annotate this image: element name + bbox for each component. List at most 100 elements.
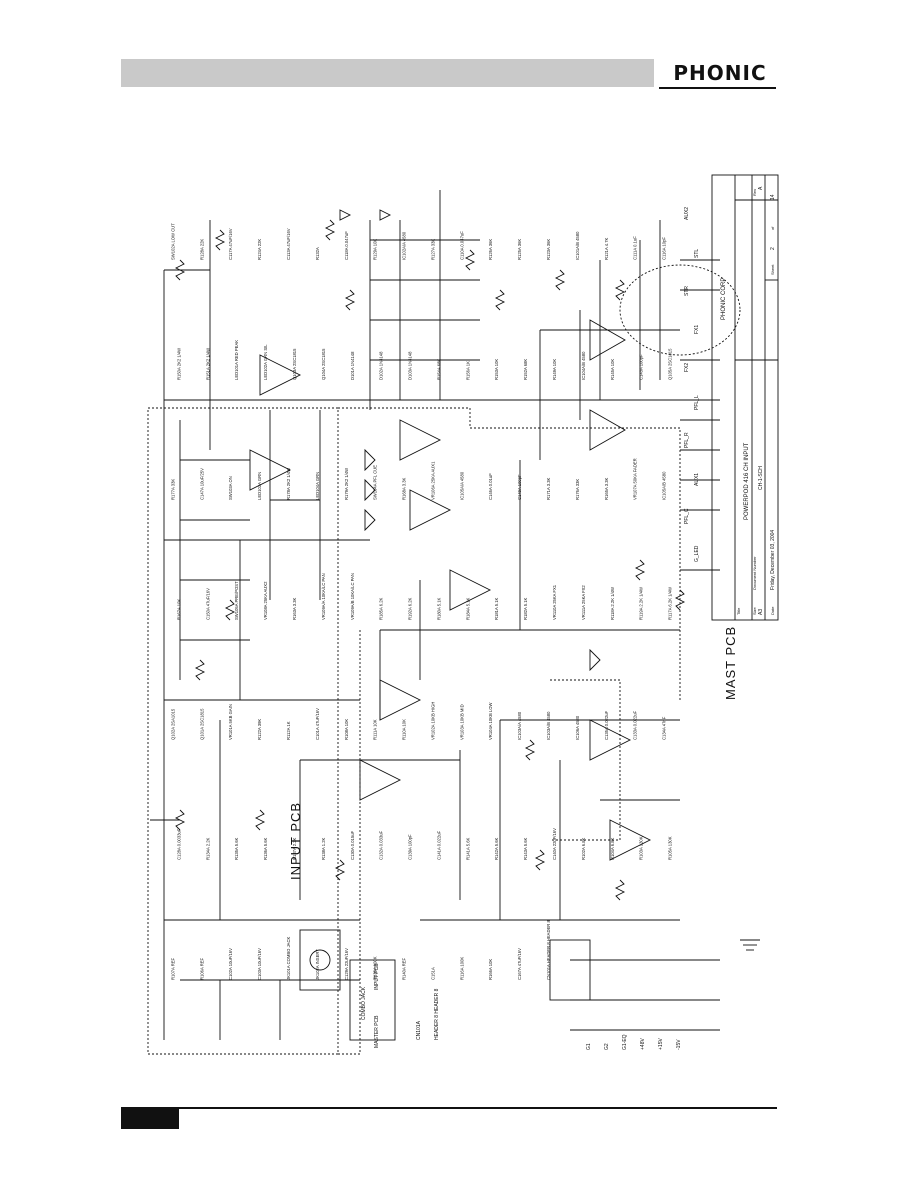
component-label: R163A 3.3K (292, 597, 297, 620)
component-label: VR108A 25KA AUX2 (263, 581, 268, 620)
component-label: C117A 47uF/16V (228, 228, 233, 260)
component-label: R165A 3.3K (604, 477, 609, 500)
component-label: VR103A 10KB MID (459, 704, 464, 740)
title-block: PHONIC CORP Title POWERPOD 416 CH INPUT … (711, 174, 779, 621)
component-label: R102A 6.8K (581, 837, 586, 860)
component-label: R132A (315, 247, 320, 260)
port-label: STR (684, 286, 690, 296)
component-label: R106A REF (199, 957, 204, 980)
component-label: D102A 1N4148 (379, 351, 384, 380)
connector-label-master-pcb: MASTER PCB (374, 1015, 380, 1048)
component-label: C147A 10uF/25V (199, 468, 204, 500)
net-label: +48V (640, 1038, 646, 1050)
component-label: R180A 5.1K (436, 597, 441, 620)
component-label: LED101A RED PEAK (234, 340, 239, 380)
component-label: R166A 10K (488, 959, 493, 980)
component-label: VR109A/B 10KA/LC PAN (350, 573, 355, 620)
component-label: IC103A/B 4580 (546, 711, 551, 740)
connector-label: CN101A (416, 1020, 422, 1040)
title-block-sheet: 2 (770, 247, 776, 250)
component-label: R167A 10K (176, 599, 181, 620)
component-label: R192A 6.2K (408, 597, 413, 620)
title-block-sheet-total: 14 (770, 194, 776, 200)
component-label: C111A 0.1uF (633, 236, 638, 260)
footer-page-block (121, 1107, 179, 1129)
title-block-date: Friday, December 03, 2004 (770, 530, 776, 590)
component-label: R168A 3.3K (402, 477, 407, 500)
port-label: FX2 (684, 363, 690, 372)
net-label: +15V (658, 1038, 664, 1050)
component-label: C118A 0.047uF (344, 231, 349, 260)
component-label: C132A 0.033uF (379, 830, 384, 860)
component-label: R121A 4.7K (604, 237, 609, 260)
component-label: SW104A PFL CUE (373, 465, 378, 500)
component-label: IC103A/A 4580 (517, 711, 522, 740)
component-label: R181A 5.1K (494, 597, 499, 620)
connector-label-input-pcb: INPUT PCB (374, 963, 380, 990)
component-label: C101A 47uF/16V (315, 708, 320, 740)
port-label: AUX2 (684, 207, 690, 220)
component-label: SW103A ON (228, 476, 233, 500)
title-block-rev-label: Rev (752, 189, 757, 196)
component-label: R142A 5.6K (494, 837, 499, 860)
component-label: VR101A 5KB GAIN (228, 704, 233, 740)
title-block-company: PHONIC CORP (721, 278, 727, 320)
component-label: C103A 10uF/16V (257, 948, 262, 980)
component-label: R104A 6.8K (610, 837, 615, 860)
component-label: R151A 2K2 1/4W (205, 348, 210, 380)
component-label: C149A 100pF (517, 474, 522, 500)
component-label: R179A 2K2 1/4W (344, 468, 349, 500)
component-label: Q102A 2SA1015 (170, 708, 175, 740)
component-label: LED102A GRN SIL (263, 344, 268, 380)
component-label: D101A 1N4148 (350, 351, 355, 380)
component-label: JK101A COMBO JACK (286, 937, 291, 980)
component-label: VR107A 50KA FADER (633, 458, 638, 500)
component-label: R149A 10K (552, 359, 557, 380)
component-label: R127A 33K (430, 239, 435, 260)
component-label: R150A 2K2 1/4W (176, 348, 181, 380)
component-label: R135A 5.6K (234, 837, 239, 860)
component-label: C128A 0.0033uF (176, 828, 181, 860)
component-label: VR111A 25KA FX2 (581, 585, 586, 620)
component-label: VR102A 10KB HIGH (430, 702, 435, 740)
title-block-size: A3 (758, 609, 764, 615)
brand-logo: PHONIC (673, 61, 767, 85)
component-label: IC105A/B 4580 (662, 471, 667, 500)
component-label: CN101A HEADER 8 HEADER 8 (546, 920, 551, 980)
component-label: C135A 0.022uF (604, 710, 609, 740)
component-label: C150A 47uF/16V (205, 588, 210, 620)
section-label-mast-pcb: MAST PCB (723, 626, 738, 700)
component-label: R126A 36K (488, 239, 493, 260)
component-label: R129A 10K (373, 239, 378, 260)
port-label: PFL_L (694, 395, 700, 410)
component-label: R107A REF (170, 957, 175, 980)
logo-underline (659, 87, 776, 89)
port-label: FX1 (694, 325, 700, 334)
component-label: C134A 47nF (662, 716, 667, 740)
title-block-rev: A (758, 186, 764, 190)
header-bar (121, 59, 654, 87)
component-label: Q105A 2SC1815 (668, 348, 673, 380)
component-label: R137A 2.2K (292, 837, 297, 860)
component-label: R182A 5.1K (523, 597, 528, 620)
net-label: G2 (604, 1043, 610, 1050)
component-label: R185A 6.2K (379, 597, 384, 620)
component-label: C129A 22uF/16V (344, 948, 349, 980)
footer-rule (179, 1107, 777, 1109)
component-label: R103A 130K (639, 836, 644, 860)
title-block-date-label: Date (770, 606, 775, 615)
component-label: C133A 0.022uF (633, 710, 638, 740)
component-label: R124A 22K (257, 239, 262, 260)
component-label: R141A 5.6K (465, 837, 470, 860)
component-label: C167A 47uF/16V (517, 948, 522, 980)
port-label: AUX1 (694, 473, 700, 486)
component-label: R154A 68K (436, 359, 441, 380)
component-label: R130A 100K (373, 956, 378, 980)
component-label: C139A 100pF (408, 834, 413, 860)
title-block-sheet-label: Sheet (770, 264, 775, 275)
component-label: R153A 10K (494, 359, 499, 380)
connector-label-header: HEADER 8 HEADER 8 (434, 988, 440, 1040)
component-label: R119A 2.2K 1/4W (639, 587, 644, 620)
component-label: VR106A 25KA AUX1 (430, 461, 435, 500)
